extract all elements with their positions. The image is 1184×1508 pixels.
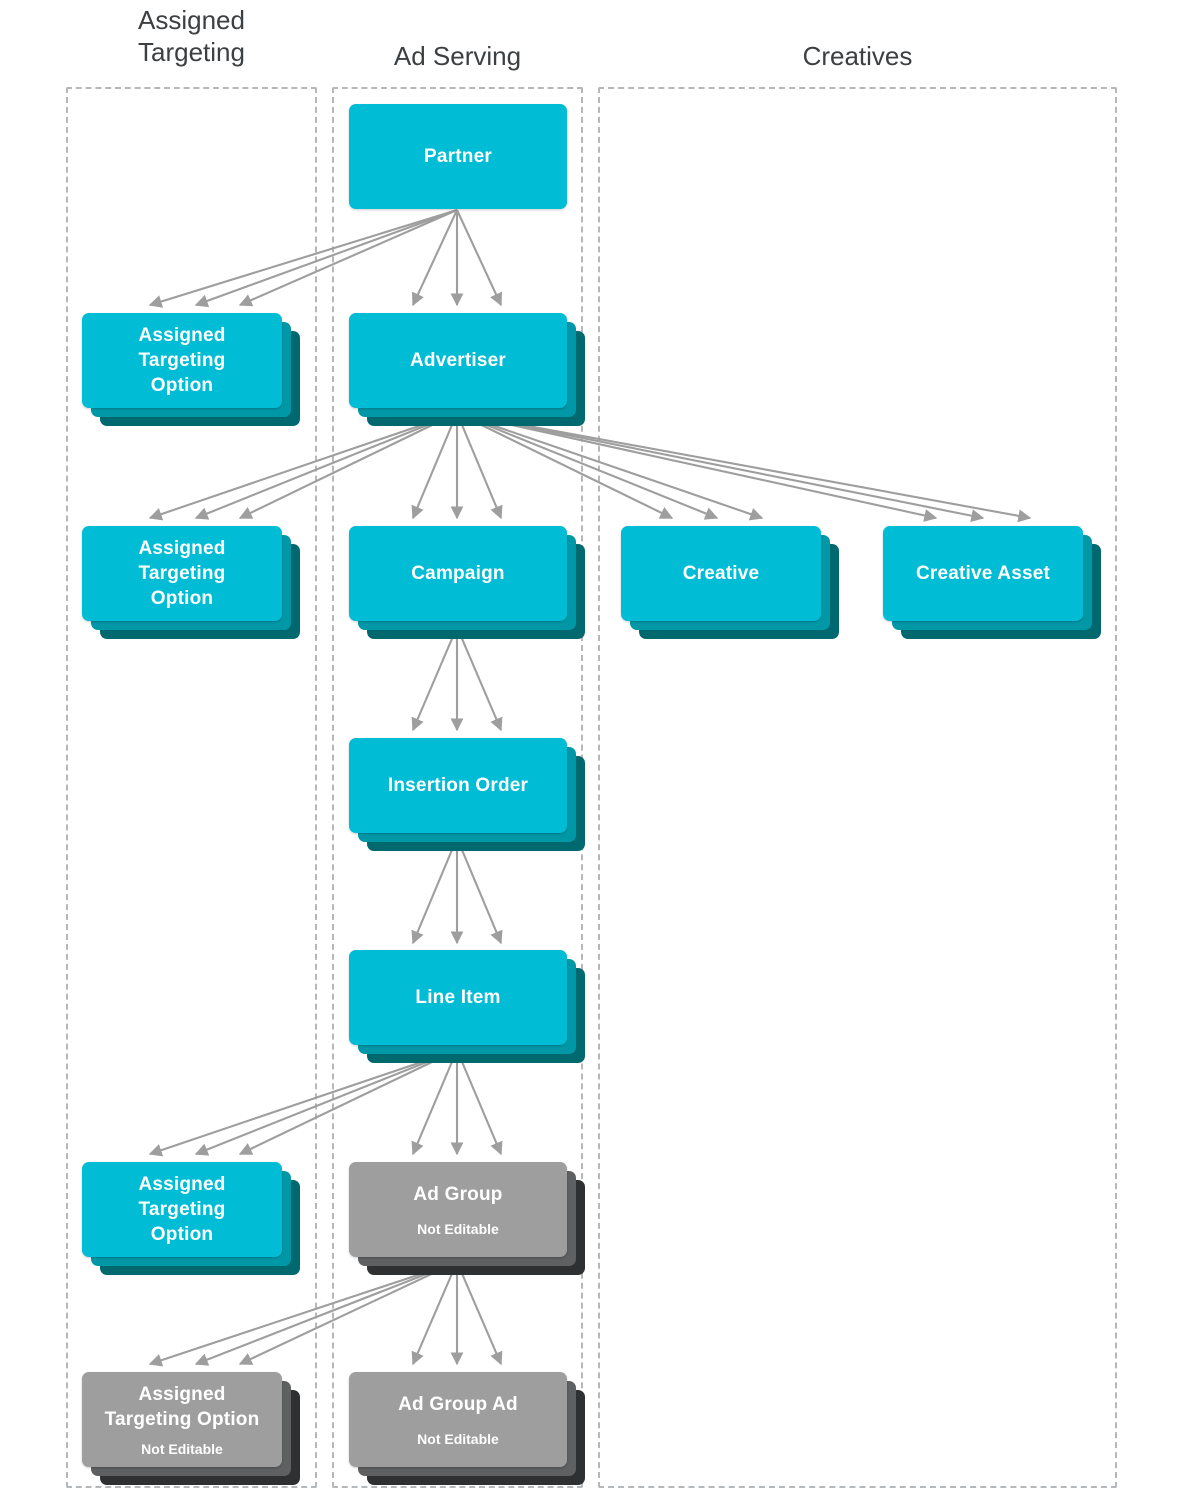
node-assigned-targeting-option-partner[interactable]: Assigned Targeting Option (82, 313, 300, 428)
node-insertion-order[interactable]: Insertion Order (349, 738, 585, 853)
node-label-line-2: Targeting (138, 1199, 226, 1220)
node-label-line-3: Option (150, 375, 214, 396)
node-line-item[interactable]: Line Item (349, 950, 585, 1065)
node-creative-face[interactable]: Creative (621, 526, 821, 621)
node-ad-group-status: Not Editable (417, 1220, 499, 1237)
node-label-line-3: Option (150, 588, 214, 609)
node-advertiser-face[interactable]: Advertiser (349, 313, 567, 408)
node-ad-group-title: Ad Group (413, 1183, 503, 1205)
node-line-item-title: Line Item (415, 987, 501, 1008)
node-creative-asset-face[interactable]: Creative Asset (883, 526, 1083, 621)
node-creative-asset-title: Creative Asset (915, 563, 1051, 584)
column-header-label: Ad Serving (393, 41, 522, 71)
node-creative[interactable]: Creative (621, 526, 839, 641)
node-partner[interactable]: Partner (349, 104, 567, 224)
node-label-line-1: Assigned (138, 1383, 226, 1405)
node-ad-group-ad-status: Not Editable (417, 1430, 499, 1447)
node-ad-group-ad[interactable]: Ad Group Ad Not Editable (349, 1372, 585, 1487)
column-header-line-1: Assigned (138, 5, 245, 35)
node-campaign[interactable]: Campaign (349, 526, 585, 641)
node-assigned-targeting-option-ad-group[interactable]: Assigned Targeting Option Not Editable (82, 1372, 300, 1487)
node-ad-group-ad-face[interactable]: Ad Group Ad Not Editable (349, 1372, 567, 1467)
node-assigned-targeting-option-advertiser-face[interactable]: Assigned Targeting Option (82, 526, 282, 621)
node-label-line-2: Targeting (138, 563, 226, 584)
node-insertion-order-title: Insertion Order (387, 775, 529, 796)
node-label-line-1: Assigned (138, 1174, 226, 1195)
node-label-line-1: Assigned (138, 538, 226, 559)
column-header-assigned-targeting: Assigned Targeting (66, 4, 317, 68)
column-header-label: Creatives (802, 41, 913, 71)
node-campaign-face[interactable]: Campaign (349, 526, 567, 621)
node-label-line-2: Targeting (138, 350, 226, 371)
node-assigned-targeting-option-partner-face[interactable]: Assigned Targeting Option (82, 313, 282, 408)
column-header-line-2: Targeting (138, 37, 245, 67)
node-assigned-targeting-option-advertiser[interactable]: Assigned Targeting Option (82, 526, 300, 641)
node-ad-group-face[interactable]: Ad Group Not Editable (349, 1162, 567, 1257)
column-container-creatives (598, 87, 1117, 1488)
node-assigned-targeting-option-line-item-face[interactable]: Assigned Targeting Option (82, 1162, 282, 1257)
node-assigned-targeting-option-ad-group-face[interactable]: Assigned Targeting Option Not Editable (82, 1372, 282, 1467)
node-line-item-face[interactable]: Line Item (349, 950, 567, 1045)
column-header-creatives: Creatives (598, 40, 1117, 72)
node-advertiser-title: Advertiser (410, 350, 506, 371)
node-partner-face[interactable]: Partner (349, 104, 567, 209)
column-container-assigned-targeting (66, 87, 317, 1488)
node-creative-asset[interactable]: Creative Asset (883, 526, 1101, 641)
node-label-line-3: Option (150, 1224, 214, 1245)
node-assigned-targeting-option-line-item[interactable]: Assigned Targeting Option (82, 1162, 300, 1277)
node-label-line-1: Assigned (138, 325, 226, 346)
node-ad-group-ad-title: Ad Group Ad (398, 1393, 518, 1415)
node-partner-title: Partner (424, 146, 492, 167)
node-campaign-title: Campaign (411, 563, 505, 584)
node-advertiser[interactable]: Advertiser (349, 313, 585, 428)
node-status: Not Editable (141, 1440, 223, 1457)
node-label-line-2: Targeting Option (104, 1408, 260, 1430)
column-header-ad-serving: Ad Serving (332, 40, 583, 72)
node-insertion-order-face[interactable]: Insertion Order (349, 738, 567, 833)
node-creative-title: Creative (682, 563, 760, 584)
node-ad-group[interactable]: Ad Group Not Editable (349, 1162, 585, 1277)
